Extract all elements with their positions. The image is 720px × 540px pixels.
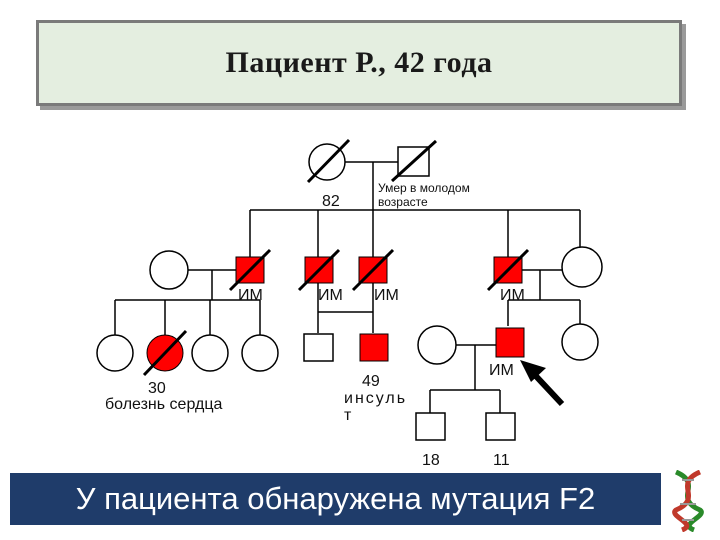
grandfather-age-label: 82 (322, 193, 340, 210)
sibling-note-label: инсуль т (344, 390, 408, 424)
uncle2-symbol (351, 248, 395, 292)
pedigree-lines (114, 161, 581, 413)
mutation-banner: У пациента обнаружена мутация F2 (10, 473, 661, 525)
cousin-age-label: 30 (148, 380, 166, 397)
cousin4-symbol (241, 334, 279, 372)
banner-text: У пациента обнаружена мутация F2 (75, 481, 596, 516)
father-im-label: ИМ (318, 287, 343, 304)
father-symbol (297, 248, 341, 292)
son1-age-label: 18 (422, 452, 440, 469)
cousin-note-label: болезнь сердца (105, 396, 223, 413)
uncle1-im-label: ИМ (238, 287, 263, 304)
son2-symbol (485, 412, 516, 441)
cousin2-symbol (142, 329, 188, 377)
uncle1-wife-symbol (149, 250, 189, 290)
title-box: Пациент Р., 42 года (36, 20, 682, 106)
uncle3-wife-symbol (561, 246, 603, 288)
uncle3-im-label: ИМ (500, 287, 525, 304)
patient-wife-symbol (417, 325, 457, 365)
cousin5-symbol (561, 323, 599, 361)
uncle3-symbol (486, 248, 530, 292)
patient-symbol (495, 327, 525, 358)
grandmother-symbol (306, 138, 351, 184)
patient-im-label: ИМ (489, 362, 514, 379)
sibling2-symbol (359, 333, 389, 362)
grandfather-symbol (390, 139, 438, 183)
grandmother-note-label: Умер в молодом возрасте (378, 181, 470, 209)
dna-icon (672, 470, 704, 532)
arrow-icon (520, 360, 565, 407)
cousin1-symbol (96, 334, 134, 372)
cousin3-symbol (191, 334, 229, 372)
slide-title: Пациент Р., 42 года (225, 46, 493, 79)
son1-symbol (415, 412, 446, 441)
son2-age-label: 11 (493, 452, 510, 469)
sibling-age-label: 49 (362, 373, 380, 390)
sibling1-symbol (303, 333, 334, 362)
uncle1-symbol (228, 248, 272, 292)
uncle2-im-label: ИМ (374, 287, 399, 304)
